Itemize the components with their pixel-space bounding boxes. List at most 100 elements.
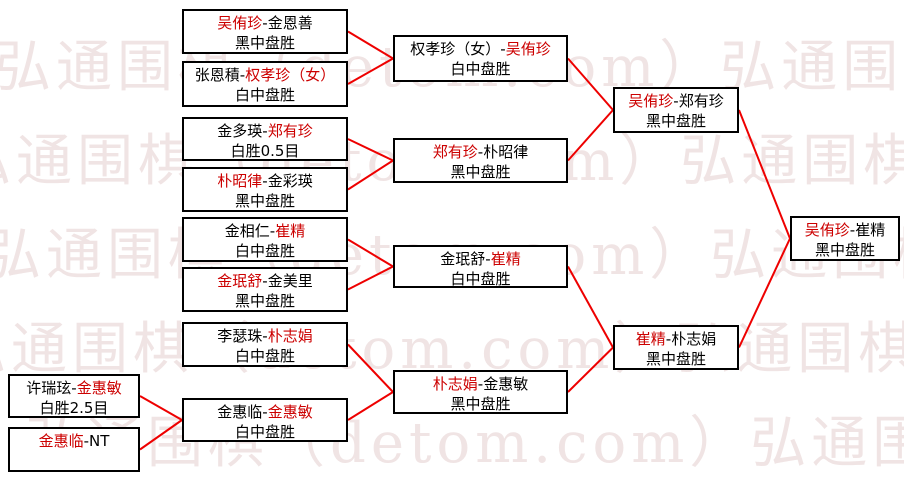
match-result: 白胜0.5目 xyxy=(230,142,300,160)
match-box-qf-2: 郑有珍-朴昭律黑中盘胜 xyxy=(393,138,568,183)
bracket-connector xyxy=(347,343,394,393)
match-players: 权孝珍（女）-吴侑珍 xyxy=(410,39,550,59)
bracket-connector xyxy=(567,346,614,393)
winner-name: 金惠敏 xyxy=(267,403,313,421)
match-box-r16-7: 李瑟珠-朴志娟白中盘胜 xyxy=(182,322,348,367)
match-players: 郑有珍-朴昭律 xyxy=(433,142,528,162)
player-name: 金珉舒- xyxy=(440,250,491,268)
winner-name: 郑有珍 xyxy=(432,143,478,161)
match-result: 白中盘胜 xyxy=(234,86,295,104)
match-players: 朴昭律-金彩瑛 xyxy=(217,171,312,191)
bracket-connector xyxy=(347,57,394,85)
player-name: -金美里 xyxy=(262,272,313,290)
match-result: 黑中盘胜 xyxy=(645,112,706,130)
winner-name: 金珉舒 xyxy=(217,272,263,290)
bracket-connector xyxy=(347,238,394,268)
match-players: 吴侑珍-崔精 xyxy=(805,220,885,240)
winner-name: 吴侑珍 xyxy=(804,221,850,239)
match-result: 白中盘胜 xyxy=(450,60,511,78)
winner-name: 吴侑珍 xyxy=(628,92,674,110)
match-players: 许瑞玹-金惠敏 xyxy=(26,378,121,398)
winner-name: 郑有珍 xyxy=(267,122,313,140)
winner-name: 朴志娟 xyxy=(267,327,313,345)
bracket-connector xyxy=(347,265,394,291)
match-box-qf-3: 金珉舒-崔精白中盘胜 xyxy=(393,245,568,288)
match-result: 黑中盘胜 xyxy=(645,350,706,368)
match-players: 金惠临-金惠敏 xyxy=(217,402,312,422)
match-result: 白胜2.5目 xyxy=(39,399,109,417)
player-name: 金相仁- xyxy=(224,222,276,240)
match-box-r16-4: 朴昭律-金彩瑛黑中盘胜 xyxy=(182,167,348,212)
bracket-connector xyxy=(567,266,614,348)
player-name: 金多瑛- xyxy=(217,122,268,140)
match-box-r16-5: 金相仁-崔精白中盘胜 xyxy=(182,217,348,262)
player-name: -崔精 xyxy=(849,221,886,239)
match-box-qf-1: 权孝珍（女）-吴侑珍白中盘胜 xyxy=(393,35,568,82)
bracket-connector xyxy=(738,238,791,348)
winner-name: 吴侑珍 xyxy=(217,14,263,32)
winner-name: 金惠临 xyxy=(38,432,84,450)
player-name: -NT xyxy=(83,432,110,450)
match-box-pre-1: 许瑞玹-金惠敏白胜2.5目 xyxy=(8,374,140,418)
match-players: 金珉舒-金美里 xyxy=(217,271,312,291)
bracket-connector xyxy=(139,395,183,421)
player-name: -朴志娟 xyxy=(665,330,717,348)
match-result: 黑中盘胜 xyxy=(450,163,511,181)
match-result: 白中盘胜 xyxy=(450,270,511,288)
winner-name: 吴侑珍 xyxy=(505,40,551,58)
match-box-sf-1: 吴侑珍-郑有珍黑中盘胜 xyxy=(613,87,739,133)
match-result: 白中盘胜 xyxy=(234,242,295,260)
match-players: 金相仁-崔精 xyxy=(225,221,305,241)
player-name: -朴昭律 xyxy=(477,143,529,161)
bracket-connector xyxy=(347,159,394,191)
match-players: 朴志娟-金惠敏 xyxy=(433,374,528,394)
match-box-sf-2: 崔精-朴志娟黑中盘胜 xyxy=(613,325,739,370)
player-name: -金彩瑛 xyxy=(262,172,313,190)
player-name: -郑有珍 xyxy=(673,92,724,110)
bracket-connector xyxy=(347,138,394,162)
match-result: 白中盘胜 xyxy=(234,423,295,441)
match-result: 黑中盘胜 xyxy=(234,292,295,310)
match-players: 李瑟珠-朴志娟 xyxy=(217,326,312,346)
bracket-connector xyxy=(347,391,394,421)
match-result: 黑中盘胜 xyxy=(450,395,511,413)
player-name: 许瑞玹- xyxy=(26,379,77,397)
player-name: 金惠临- xyxy=(217,403,268,421)
match-result: 黑中盘胜 xyxy=(814,241,875,259)
player-name: 李瑟珠- xyxy=(217,327,268,345)
match-result: 黑中盘胜 xyxy=(234,192,295,210)
match-players: 金多瑛-郑有珍 xyxy=(217,121,312,141)
winner-name: 崔精 xyxy=(635,330,666,348)
bracket-connector xyxy=(567,109,614,162)
bracket-connector xyxy=(347,30,394,60)
winner-name: 金惠敏 xyxy=(76,379,122,397)
winner-name: 崔精 xyxy=(490,250,521,268)
winner-name: 朴志娟 xyxy=(432,375,478,393)
bracket-connector xyxy=(567,57,614,111)
match-players: 金惠临-NT xyxy=(39,431,110,451)
bracket-connector xyxy=(738,109,791,239)
winner-name: 崔精 xyxy=(275,222,306,240)
bracket-connector xyxy=(139,419,183,451)
player-name: 张恩積- xyxy=(194,66,246,84)
match-players: 崔精-朴志娟 xyxy=(636,329,716,349)
player-name: -金惠敏 xyxy=(477,375,529,393)
match-box-qf-4: 朴志娟-金惠敏黑中盘胜 xyxy=(393,370,568,414)
match-players: 金珉舒-崔精 xyxy=(440,249,520,269)
match-box-pre-2: 金惠临-NT xyxy=(8,427,140,472)
match-box-r16-2: 张恩積-权孝珍（女）白中盘胜 xyxy=(182,61,348,107)
match-result: 黑中盘胜 xyxy=(234,34,295,52)
match-result: 白中盘胜 xyxy=(234,347,295,365)
match-box-f-1: 吴侑珍-崔精黑中盘胜 xyxy=(790,216,900,261)
match-players: 张恩積-权孝珍（女） xyxy=(195,65,335,85)
match-box-r16-6: 金珉舒-金美里黑中盘胜 xyxy=(182,267,348,312)
winner-name: 权孝珍（女） xyxy=(245,66,336,84)
match-box-r16-3: 金多瑛-郑有珍白胜0.5目 xyxy=(182,117,348,161)
player-name: 权孝珍（女）- xyxy=(410,40,506,58)
match-box-r16-8: 金惠临-金惠敏白中盘胜 xyxy=(182,398,348,442)
player-name: -金恩善 xyxy=(262,14,313,32)
match-players: 吴侑珍-郑有珍 xyxy=(628,91,723,111)
match-players: 吴侑珍-金恩善 xyxy=(217,13,312,33)
